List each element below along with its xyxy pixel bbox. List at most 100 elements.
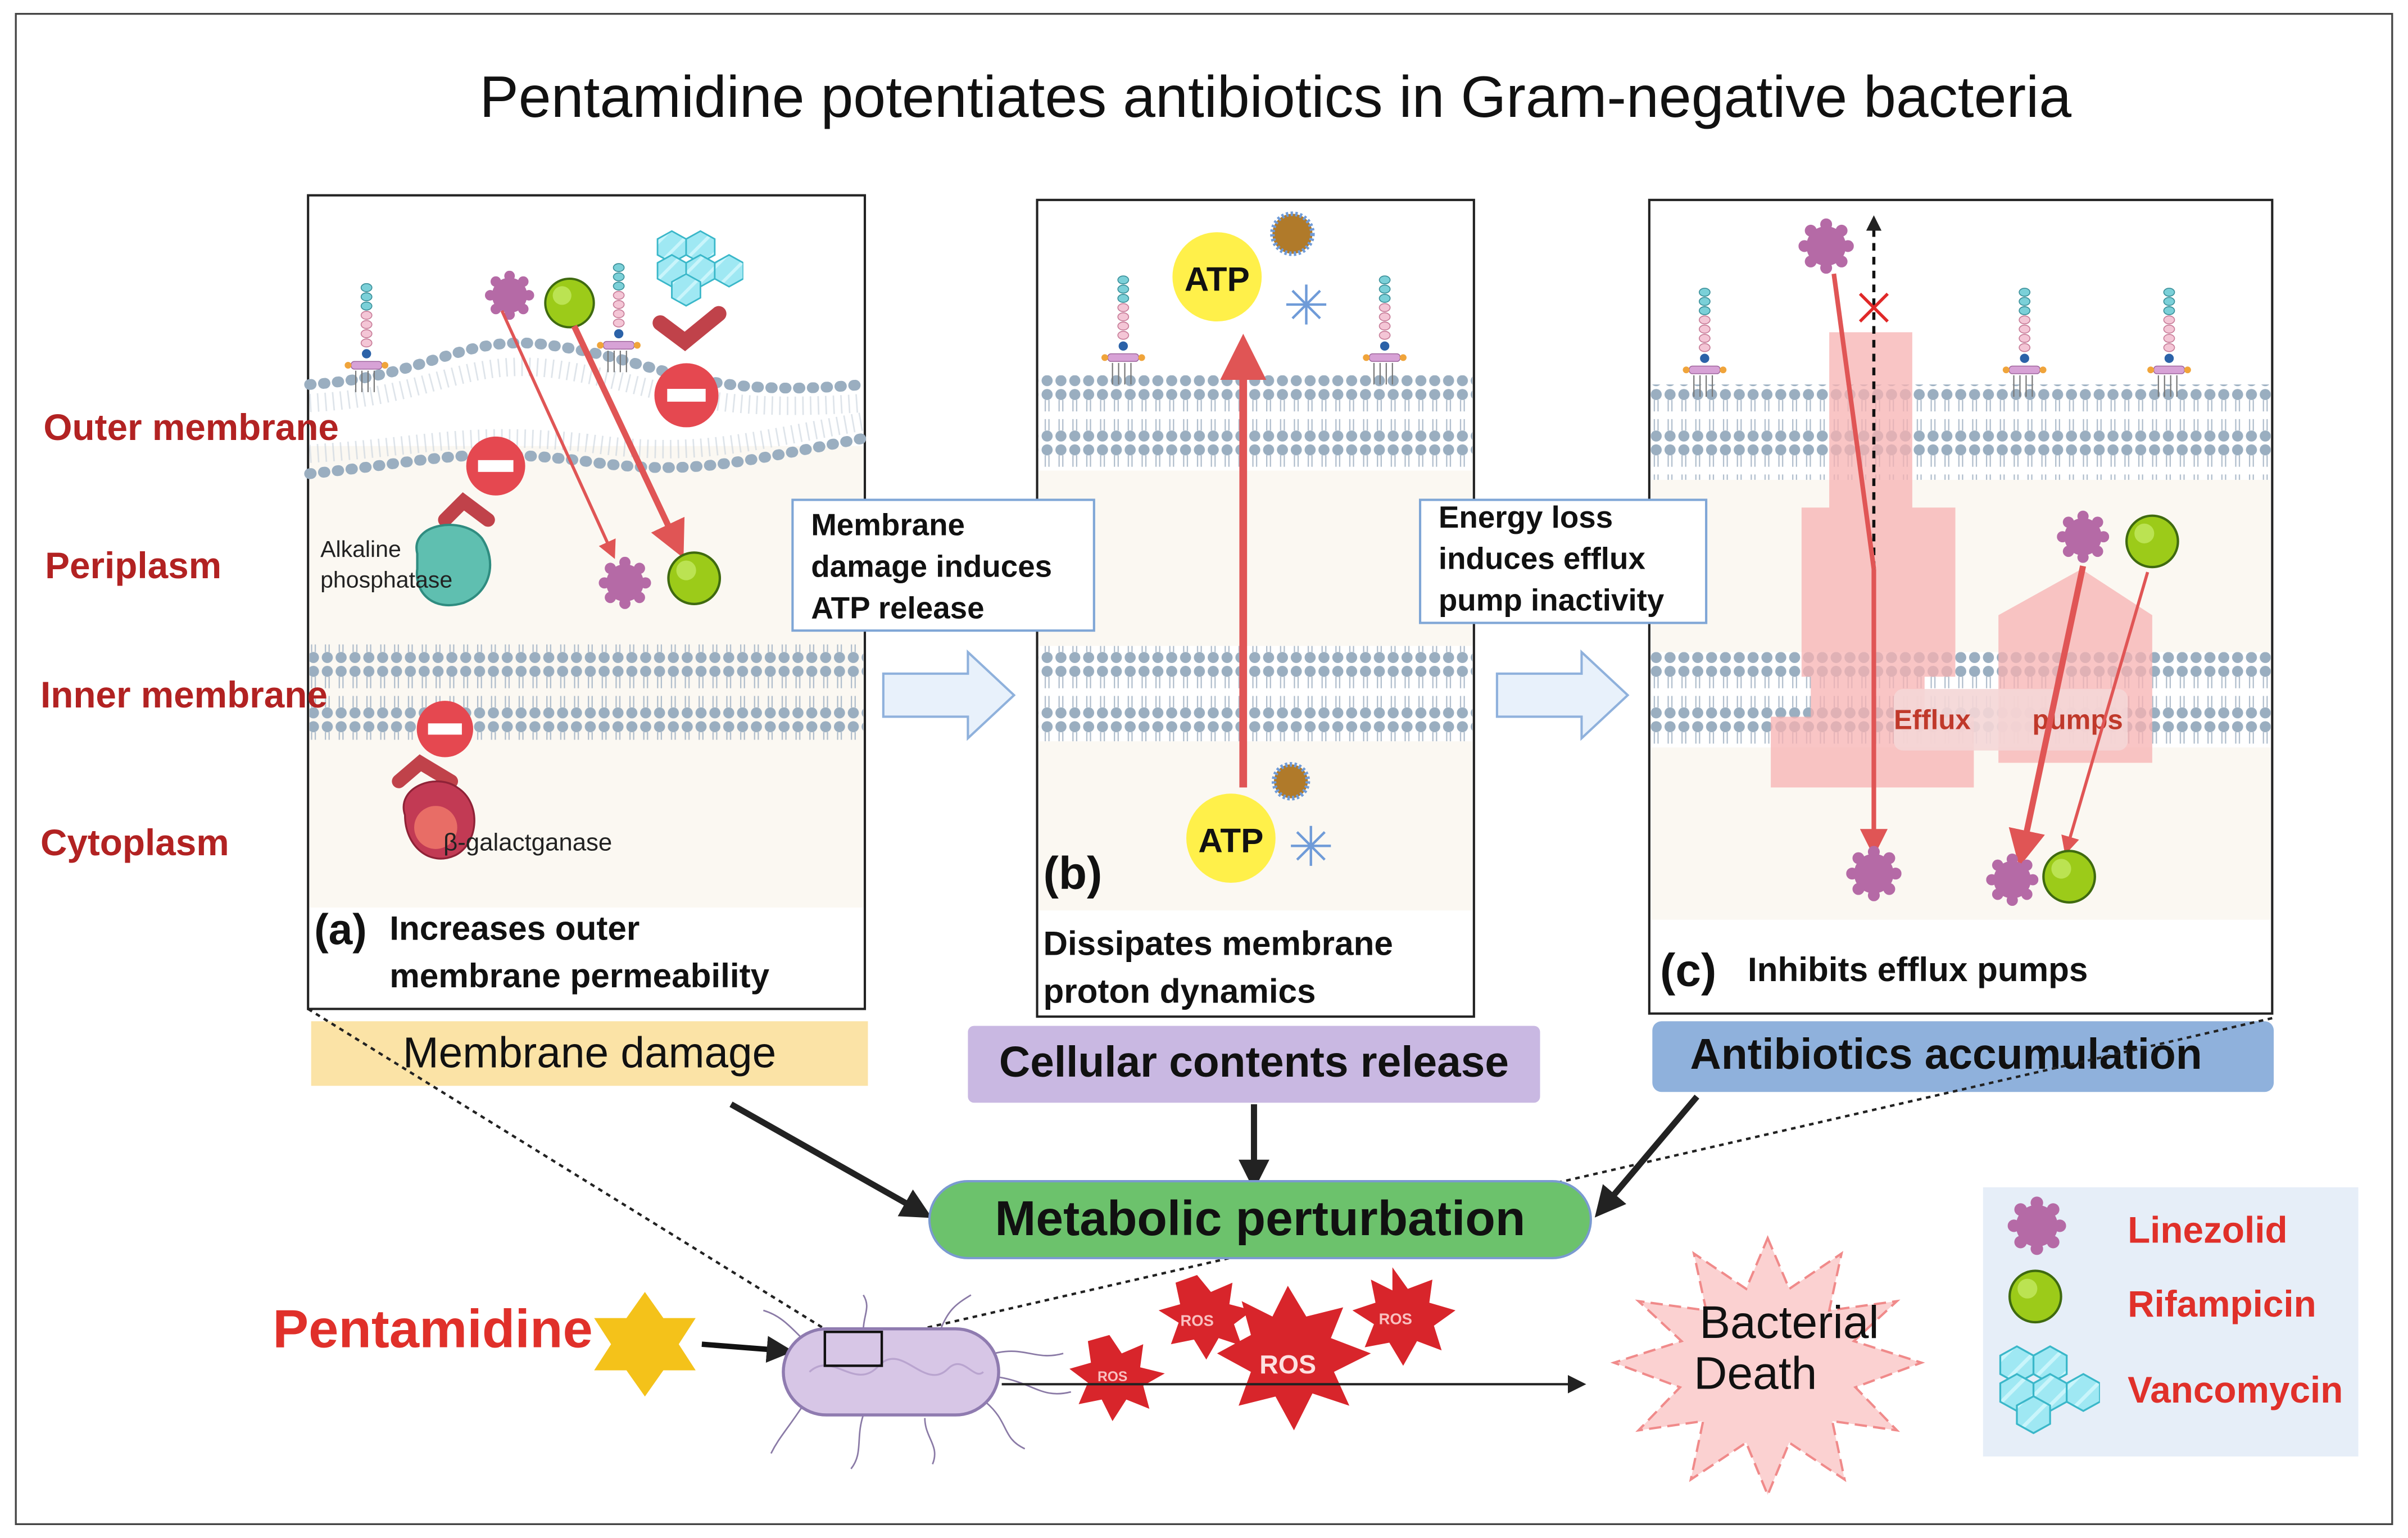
ros-label: ROS [1379,1310,1412,1328]
linezolid-entry-arrow [500,310,616,559]
label-periplasm: Periplasm [45,545,221,586]
next-arrow-icon [1495,649,1630,741]
linezolid-accumulation-arrow [2008,565,2087,867]
panel-c-periplasm [1650,479,2271,652]
panel-caption: Inhibits efflux pumps [1748,950,2088,988]
panel-b-outer-membrane [1039,375,1473,471]
zoom-box [823,1331,883,1367]
transition-text: pump inactivity [1439,583,1665,618]
label-outer-membrane: Outer membrane [43,407,339,448]
metabolite-icon [1271,762,1310,801]
outer-membrane-bottom-leaflet [304,433,869,479]
panel-b-periplasm [1039,470,1473,646]
label-cytoplasm: Cytoplasm [40,822,229,863]
flow-arrow [1594,1094,1699,1218]
enzyme-label: β-galactganase [443,829,612,856]
pentamidine-label: Pentamidine [273,1299,593,1359]
panel-caption: membrane permeability [389,956,769,995]
ros-burst-icon: ROS [1352,1267,1455,1366]
metabolic-perturbation-label: Metabolic perturbation [995,1191,1525,1246]
bacterial-death-label: Death [1694,1348,1817,1399]
rifampicin-icon [2126,516,2178,567]
contents-release-box [968,1026,1540,1103]
outer-membrane-tails [309,357,864,415]
legend-linezolid-label: Linezolid [2128,1209,2288,1250]
panel-letter: (c) [1660,945,1716,996]
panel-letter: (b) [1043,848,1102,899]
inhibitor-linker [392,754,459,788]
inhibitor-linker [652,306,727,351]
linezolid-entry-arrow [1831,273,1876,570]
contents-release-label: Cellular contents release [999,1038,1509,1086]
rifampicin-entry-arrow [571,324,685,559]
page-title: Pentamidine potentiates antibiotics in G… [479,65,2071,130]
outer-membrane-tails-2 [309,412,865,463]
outer-membrane-top-leaflet [304,337,869,394]
linezolid-icon [1986,854,2039,906]
atp-label: ATP [1198,821,1263,859]
accumulation-label: Antibiotics accumulation [1690,1031,2202,1078]
inhibitor-linker [438,492,495,527]
legend-vancomycin-label: Vancomycin [2128,1369,2343,1410]
pentamidine-star-icon [594,1292,696,1397]
panel-c-outer-membrane [1650,384,2271,480]
bacterial-death-burst-icon [1610,1235,1925,1498]
label-inner-membrane: Inner membrane [40,674,328,715]
membrane-damage-box [311,1021,868,1086]
panel-a-inner-membrane [309,644,864,740]
metabolite-icon [1270,211,1315,256]
panel-caption: proton dynamics [1043,972,1316,1010]
accumulation-box [1652,1021,2274,1092]
zoom-line [307,1008,831,1333]
ros-label: ROS [1098,1369,1127,1385]
membrane-damage-label: Membrane damage [403,1029,776,1077]
transition-text: ATP release [811,590,984,625]
rifampicin-icon [668,552,719,604]
transition-box [1418,498,1708,624]
legend: Linezolid Rifampicin Vancomycin [1983,1187,2359,1457]
transition-text: Energy loss [1439,500,1613,534]
legend-rifampicin-label: Rifampicin [2128,1283,2316,1324]
efflux-label-band [1894,689,2128,751]
ros-burst-icon: ROS [1217,1286,1371,1431]
transition-bc: Energy loss induces efflux pump inactivi… [1418,498,1708,741]
atp-icon [1172,232,1262,322]
inhibit-icon [654,363,719,428]
beta-galactosidase-icon [414,806,457,849]
panel-a: Alkaline phosphatase β-galactganase (a) … [304,194,869,1010]
inhibit-icon [466,436,525,496]
panel-c: Efflux pumps (c) Inhibits efflux pumps [1648,198,2274,1015]
panel-b-inner-membrane [1039,646,1473,742]
efflux-label: Efflux [1894,704,1971,735]
panel-caption: Dissipates membrane [1043,924,1393,963]
transition-text: induces efflux [1439,541,1646,576]
rifampicin-icon [2043,851,2094,902]
enzyme-label: phosphatase [320,567,452,593]
rifampicin-icon [544,277,595,329]
flow-arrow [729,1101,932,1218]
atp-label: ATP [1185,260,1250,298]
atp-icon [1186,793,1276,883]
ros-label: ROS [1181,1312,1214,1329]
pentamidine-arrow [701,1336,794,1363]
bacterium-icon [763,1294,1072,1469]
linezolid-icon [1798,218,1854,274]
rifampicin-accumulation-arrow [2061,571,2149,855]
bacterial-death-label: Bacterial [1699,1297,1879,1348]
panel-a-cytoplasm-fill [309,744,864,908]
metabolite-star-icon [1286,284,1327,325]
panel-letter: (a) [314,906,367,954]
ros-burst-icon: ROS [1158,1274,1253,1360]
linezolid-icon [484,270,534,320]
blocked-x-icon [1858,292,1889,323]
transition-ab: Membrane damage induces ATP release [791,498,1095,741]
ros-burst-icon: ROS [1069,1335,1165,1421]
transition-text: Membrane [811,507,965,542]
enzyme-label: Alkaline [320,536,401,562]
transition-box [791,498,1095,632]
transition-text: damage induces [811,548,1052,583]
next-arrow-icon [882,649,1016,741]
alkaline-phosphatase-icon [415,524,492,607]
inhibit-icon [416,701,473,757]
